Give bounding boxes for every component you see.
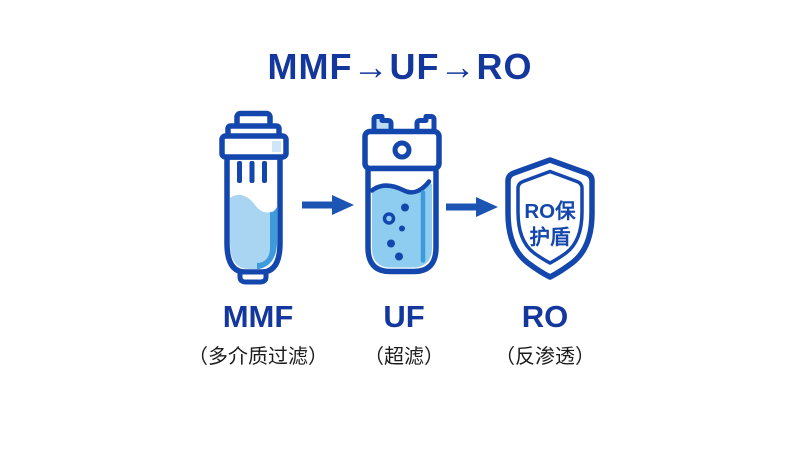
uf-filter-housing-icon bbox=[358, 112, 450, 278]
stage-label-uf: UF bbox=[383, 299, 425, 334]
mmf-filter-cartridge-icon bbox=[219, 110, 289, 285]
stage-label-mmf: MMF bbox=[222, 299, 294, 334]
stage-sublabel-uf: （超滤） bbox=[364, 346, 444, 369]
shield-text-line1: RO保 bbox=[524, 200, 576, 223]
diagram-title: MMF→UF→RO bbox=[267, 46, 533, 87]
ro-shield-icon: RO保 护盾 bbox=[500, 156, 600, 281]
right-arrow-icon bbox=[302, 195, 354, 215]
right-arrow-icon bbox=[446, 197, 498, 217]
stage-mmf-labels: MMF （多介质过滤） bbox=[183, 299, 333, 369]
shield-text-line2: 护盾 bbox=[530, 225, 571, 249]
stage-ro-labels: RO （反渗透） bbox=[470, 299, 620, 369]
stage-sublabel-mmf: （多介质过滤） bbox=[188, 346, 328, 369]
stage-label-ro: RO bbox=[521, 299, 569, 334]
stage-sublabel-ro: （反渗透） bbox=[495, 346, 595, 369]
stage-uf-labels: UF （超滤） bbox=[329, 299, 479, 369]
